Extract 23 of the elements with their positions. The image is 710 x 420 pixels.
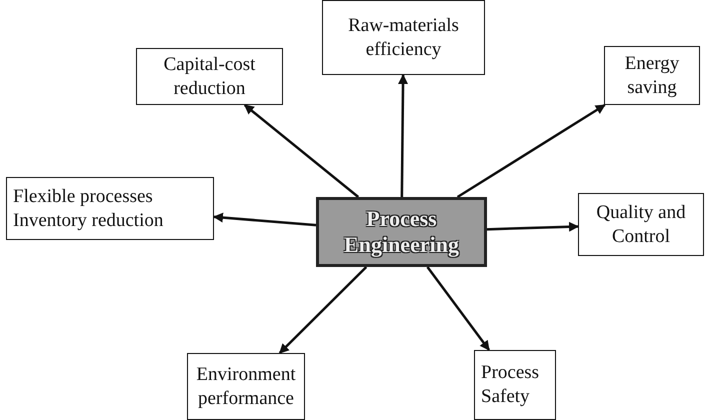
box-label: Energy saving	[624, 52, 680, 100]
central-box	[316, 197, 487, 267]
box-label: Flexible processes Inventory reduction	[13, 184, 164, 232]
arrow	[456, 104, 606, 198]
box-label: Environment performance	[195, 362, 297, 410]
goal-box	[604, 46, 700, 105]
arrow	[278, 266, 368, 354]
arrow	[244, 104, 360, 198]
box-label: Capital-cost reduction	[162, 52, 256, 100]
goal-box	[6, 177, 214, 240]
box-label: Process Safety	[481, 361, 540, 409]
goal-box	[474, 350, 556, 420]
arrow	[486, 222, 579, 232]
goal-box	[187, 353, 305, 420]
arrow	[426, 266, 490, 351]
box-label: Process Engineering	[343, 206, 460, 258]
goal-box	[578, 193, 704, 256]
arrow	[398, 74, 408, 198]
goal-box	[136, 48, 283, 105]
goal-box	[322, 0, 485, 75]
box-label: Quality and Control	[595, 200, 687, 248]
box-label: Raw-materials efficiency	[347, 14, 460, 62]
arrow	[213, 212, 316, 226]
